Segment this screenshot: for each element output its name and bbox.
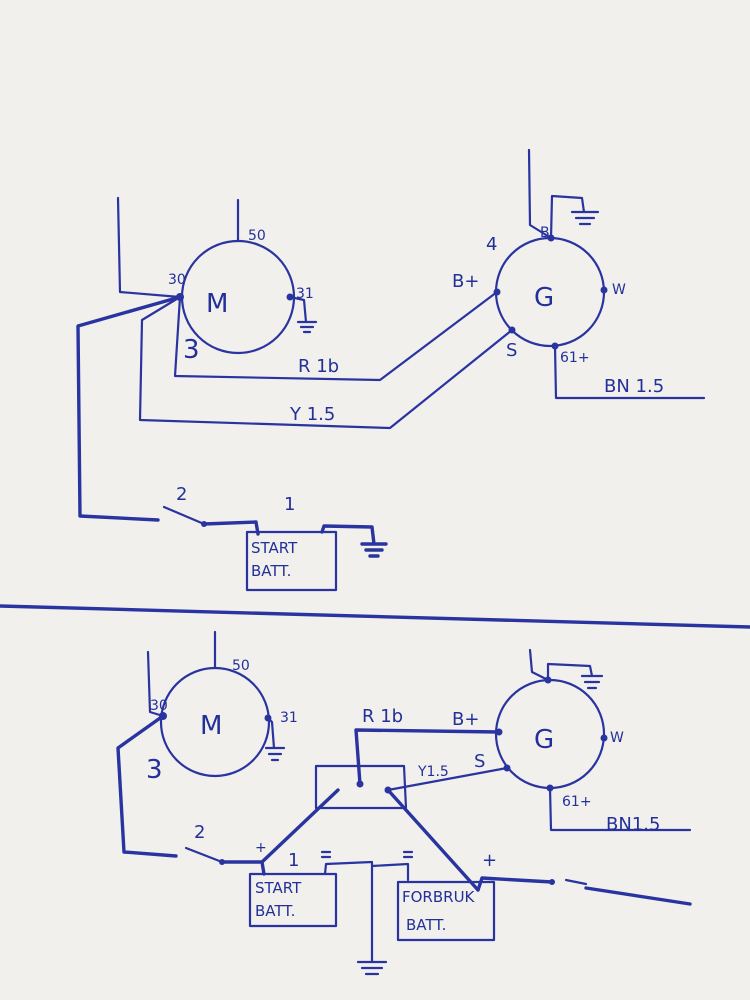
top-motor-ground-icon	[288, 295, 318, 334]
bottom-main-cable	[116, 714, 178, 858]
bottom-motor-30-lead	[146, 650, 165, 718]
top-start-battery	[245, 530, 338, 592]
top-diagram: M 50 30 31 3 G 4 B+ B W S 61+	[76, 148, 706, 592]
bottom-motor-terminal-30: 30	[150, 698, 168, 714]
top-motor-terminal-3: 3	[183, 335, 200, 365]
top-generator-terminal-w: W	[612, 282, 626, 298]
bottom-wire-brown	[548, 786, 692, 832]
top-switch-1-label: 1	[284, 494, 295, 515]
bottom-motor-terminal-31: 31	[280, 710, 298, 726]
bottom-generator: G B+ W S 61+ BN1.5	[452, 648, 692, 835]
section-divider	[0, 604, 750, 629]
bottom-motor-label: M	[200, 711, 222, 741]
top-wire-red	[173, 290, 499, 382]
bottom-negative-bus	[323, 860, 410, 964]
bottom-plus-start: +	[255, 840, 267, 856]
top-wire-red-label: R 1b	[298, 356, 339, 377]
top-gen-b-lead	[527, 148, 553, 240]
top-main-cable	[76, 295, 182, 522]
top-switch-to-battery	[202, 520, 260, 536]
bottom-consumer-lead	[476, 876, 554, 892]
bottom-generator-terminal-61: 61+	[562, 794, 592, 810]
bottom-plus-consumer: +	[482, 850, 497, 871]
bottom-wire-yellow-label: Y1.5	[417, 764, 449, 780]
top-generator-terminal-bplus: B+	[452, 271, 479, 292]
bottom-switch-lever	[184, 846, 224, 864]
bottom-generator-ground-icon	[546, 662, 604, 690]
top-generator-terminal-s: S	[506, 340, 517, 361]
top-motor-label: M	[206, 289, 228, 319]
top-wire-yellow-label: Y 1.5	[289, 404, 335, 425]
bottom-generator-terminal-bplus: B+	[452, 709, 479, 730]
bottom-switch-1-label: 1	[288, 850, 299, 871]
bottom-splitter-to-consumer-battery	[386, 788, 480, 892]
bottom-gen-b-lead	[528, 648, 550, 682]
bottom-generator-terminal-w: W	[610, 730, 624, 746]
top-wire-yellow	[138, 295, 514, 430]
bottom-motor-terminal-50: 50	[232, 658, 250, 674]
top-generator-terminal-4: 4	[486, 234, 497, 255]
top-motor-30-lead	[116, 196, 182, 299]
bottom-motor-ground-icon	[264, 716, 286, 762]
bottom-ground-icon	[356, 960, 388, 976]
bottom-wire-brown-label: BN1.5	[606, 814, 660, 835]
bottom-generator-label: G	[534, 725, 554, 755]
top-start-battery-line1: START	[251, 539, 298, 557]
top-starter-motor: M 50 30 31 3	[116, 196, 318, 365]
bottom-start-battery-line2: BATT.	[255, 902, 295, 920]
bottom-splitter-to-start-battery	[260, 788, 340, 864]
bottom-wire-yellow	[386, 766, 509, 792]
bottom-motor-terminal-3: 3	[146, 755, 163, 785]
bottom-starter-motor: M 50 30 31 3	[146, 630, 298, 785]
top-motor-terminal-50: 50	[248, 228, 266, 244]
bottom-generator-terminal-s: S	[474, 751, 485, 772]
bottom-start-battery	[248, 872, 338, 928]
top-motor-terminal-31: 31	[296, 286, 314, 302]
bottom-consumer-battery-line1: FORBRUK	[402, 888, 476, 906]
top-start-battery-line2: BATT.	[251, 562, 291, 580]
top-generator-ground-icon	[549, 194, 600, 240]
top-motor-terminal-30: 30	[168, 272, 186, 288]
top-switch-lever	[162, 505, 206, 526]
bottom-wire-red	[354, 728, 501, 786]
bottom-load-switch-contact	[549, 879, 555, 885]
top-generator-terminal-61: 61+	[560, 350, 590, 366]
bottom-consumer-battery	[396, 880, 496, 942]
bottom-consumer-minus-sign	[402, 850, 414, 859]
bottom-load-switch-lever	[564, 878, 588, 886]
top-switch-2-label: 2	[176, 484, 187, 505]
bottom-start-battery-line1: START	[255, 879, 302, 897]
top-wire-brown	[553, 344, 706, 400]
top-gen-w-dot	[600, 286, 608, 294]
top-generator-label: G	[534, 283, 554, 313]
bottom-diagram: M 50 30 31 3 G B+ W S 61+	[116, 630, 692, 976]
top-battery-ground-icon	[320, 524, 388, 558]
bottom-load-cable	[584, 886, 692, 906]
bottom-consumer-battery-line2: BATT.	[406, 916, 446, 934]
bottom-start-minus-sign	[320, 850, 332, 859]
bottom-gen-w-dot	[600, 734, 608, 742]
bottom-wire-red-label: R 1b	[362, 706, 403, 727]
top-wire-brown-label: BN 1.5	[604, 376, 664, 397]
bottom-switch-2-label: 2	[194, 822, 205, 843]
